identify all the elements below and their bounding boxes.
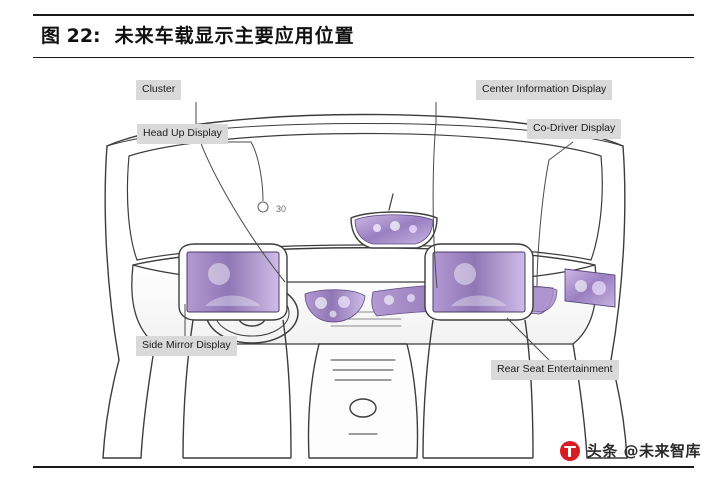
page-title: 未来车载显示主要应用位置: [114, 25, 355, 47]
callout-co-driver-display-label: Co-Driver Display: [533, 122, 616, 134]
rear-seat-entertainment-screen-right: [432, 251, 526, 313]
cluster-display-screen: [304, 289, 366, 323]
watermark: 头条 @未来智库: [559, 440, 701, 461]
callout-head-up-display: Head Up Display: [137, 124, 228, 144]
figure-title-row: 图 22: 未来车载显示主要应用位置: [41, 21, 355, 48]
rear-seat-entertainment-screen-left: [186, 251, 280, 313]
callout-center-information-display: Center Information Display: [476, 80, 613, 100]
callout-side-mirror-display-label: Side Mirror Display: [142, 339, 231, 351]
side-mirror-display-right: [564, 268, 616, 308]
toutiao-logo-icon: [559, 440, 580, 461]
callout-side-mirror-display: Side Mirror Display: [136, 336, 237, 356]
callout-rear-seat-entertainment: Rear Seat Entertainment: [491, 360, 619, 380]
mirror-display-screen: [354, 214, 434, 245]
callout-head-up-display-label: Head Up Display: [143, 127, 222, 139]
watermark-text: 头条 @未来智库: [586, 442, 701, 460]
car-interior-svg: 30: [102, 102, 628, 459]
title-rule-bottom: [33, 57, 694, 58]
callout-co-driver-display: Co-Driver Display: [527, 119, 622, 139]
callout-rear-seat-entertainment-label: Rear Seat Entertainment: [497, 363, 613, 375]
callout-cluster: Cluster: [136, 80, 182, 100]
svg-text:30: 30: [276, 204, 286, 214]
callout-cluster-label: Cluster: [142, 83, 176, 95]
callout-center-information-display-label: Center Information Display: [482, 83, 607, 95]
head-up-display-projection: 30: [257, 201, 286, 214]
car-interior-illustration: 30: [33, 60, 694, 460]
bottom-rule: [33, 466, 694, 468]
figure-label: 图 22:: [41, 25, 101, 47]
title-rule-top: [33, 14, 694, 16]
